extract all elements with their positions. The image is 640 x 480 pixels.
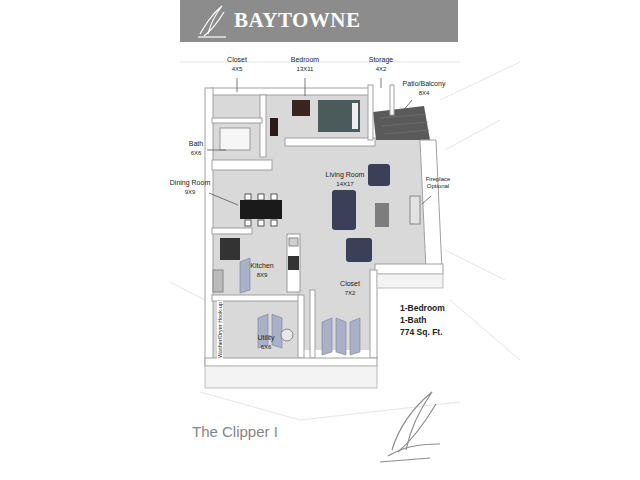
room-dimension: 7X2 [345, 290, 356, 297]
room-label: Bedroom [291, 56, 319, 64]
room-dimension: 9X9 [185, 189, 196, 196]
room-dimension: 6X6 [191, 150, 202, 157]
room-dimension: 4X2 [376, 66, 387, 73]
room-dimension: 6X6 [261, 344, 272, 351]
room-dimension: 13X11 [297, 66, 314, 73]
brand-title: BAYTOWNE [234, 9, 361, 32]
fireplace-note: Fireplace Optional [420, 176, 456, 189]
room-label: Closet [340, 280, 360, 288]
unit-info: 774 Sq. Ft. [400, 328, 443, 337]
room-label: Storage [369, 56, 394, 64]
unit-info: 1-Bedroom [400, 304, 445, 313]
room-dimension: 4X5 [232, 66, 243, 73]
unit-info: 1-Bath [400, 316, 426, 325]
room-label: Dining Room [170, 179, 210, 187]
room-dimension: 14X17 [336, 181, 353, 188]
hookup-note: Washer/Dryer Hook-up [217, 301, 223, 359]
room-label: Utility [257, 334, 274, 342]
plan-name: The Clipper I [192, 424, 278, 441]
room-label: Living Room [326, 171, 365, 179]
room-label: Closet [227, 56, 247, 64]
room-dimension: 8X9 [257, 272, 268, 279]
room-label: Bath [189, 140, 203, 148]
room-label: Patio/Balcony [403, 80, 446, 88]
room-label: Kitchen [250, 262, 273, 270]
room-dimension: 8X4 [419, 90, 430, 97]
